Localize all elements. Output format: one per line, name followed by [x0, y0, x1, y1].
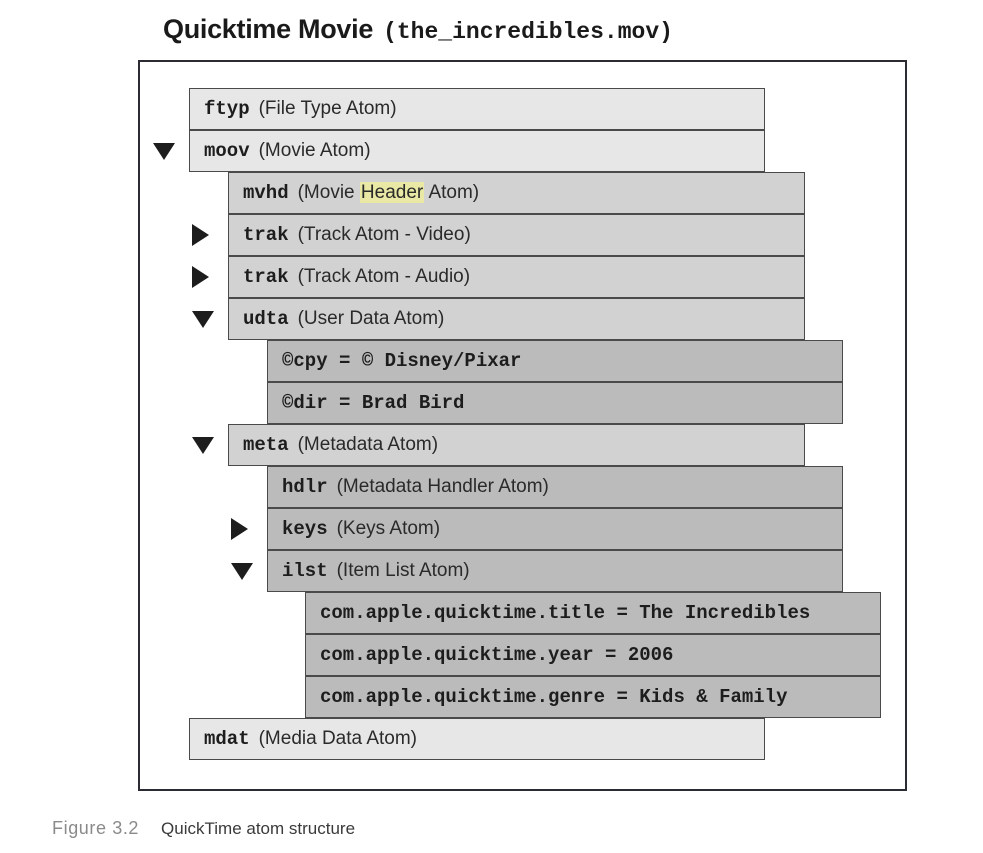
atom-row-moov[interactable]: moov (Movie Atom) — [189, 130, 765, 172]
atom-row-trak[interactable]: trak (Track Atom - Video) — [228, 214, 805, 256]
figure-caption-number: Figure 3.2 — [52, 818, 140, 838]
atom-row-udta[interactable]: udta (User Data Atom) — [228, 298, 805, 340]
disclosure-triangle-expanded-icon[interactable] — [192, 311, 214, 328]
atom-description: (Metadata Atom) — [297, 434, 439, 455]
atom-description-suffix: Atom) — [424, 182, 480, 203]
atom-description: (Track Atom - Video) — [297, 224, 471, 245]
atom-description: (Movie Atom) — [258, 140, 371, 161]
disclosure-triangle-collapsed-icon[interactable] — [192, 224, 209, 246]
atom-description-prefix: (Movie — [297, 182, 360, 203]
metadata-row[interactable]: ©cpy = © Disney/Pixar — [267, 340, 843, 382]
disclosure-triangle-collapsed-icon[interactable] — [192, 266, 209, 288]
figure-caption-text: QuickTime atom structure — [161, 819, 356, 838]
figure-caption: Figure 3.2 QuickTime atom structure — [52, 818, 355, 839]
metadata-key-value: com.apple.quicktime.title = The Incredib… — [320, 602, 811, 624]
atom-row-hdlr[interactable]: hdlr (Metadata Handler Atom) — [267, 466, 843, 508]
atom-description: (Keys Atom) — [336, 518, 441, 539]
metadata-row[interactable]: ©dir = Brad Bird — [267, 382, 843, 424]
atom-description: (Metadata Handler Atom) — [336, 476, 549, 497]
disclosure-triangle-expanded-icon[interactable] — [192, 437, 214, 454]
atom-description: (Movie Header Atom) — [297, 182, 480, 204]
atom-description: (User Data Atom) — [297, 308, 445, 329]
atom-row-mdat[interactable]: mdat (Media Data Atom) — [189, 718, 765, 760]
atom-description: (Media Data Atom) — [258, 728, 418, 749]
atom-code: trak — [243, 266, 289, 288]
metadata-row[interactable]: com.apple.quicktime.title = The Incredib… — [305, 592, 881, 634]
atom-code: trak — [243, 224, 289, 246]
disclosure-triangle-collapsed-icon[interactable] — [231, 518, 248, 540]
highlighted-term: Header — [359, 182, 425, 203]
atom-row-mvhd[interactable]: mvhd (Movie Header Atom) — [228, 172, 805, 214]
page-title: Quicktime Movie (the_incredibles.mov) — [163, 14, 673, 54]
atom-row-ftyp[interactable]: ftyp (File Type Atom) — [189, 88, 765, 130]
atom-code: moov — [204, 140, 250, 162]
atom-row-ilst[interactable]: ilst (Item List Atom) — [267, 550, 843, 592]
metadata-key-value: com.apple.quicktime.year = 2006 — [320, 644, 674, 666]
atom-description: (Item List Atom) — [336, 560, 470, 581]
atom-code: meta — [243, 434, 289, 456]
atom-description: (Track Atom - Audio) — [297, 266, 471, 287]
atom-row-meta[interactable]: meta (Metadata Atom) — [228, 424, 805, 466]
atom-code: keys — [282, 518, 328, 540]
atom-code: mvhd — [243, 182, 289, 204]
metadata-key-value: ©dir = Brad Bird — [282, 392, 465, 414]
atom-row-trak[interactable]: trak (Track Atom - Audio) — [228, 256, 805, 298]
atom-code: ilst — [282, 560, 328, 582]
metadata-key-value: ©cpy = © Disney/Pixar — [282, 350, 522, 372]
atom-description: (File Type Atom) — [258, 98, 397, 119]
page-title-filename: (the_incredibles.mov) — [383, 19, 673, 45]
metadata-row[interactable]: com.apple.quicktime.genre = Kids & Famil… — [305, 676, 881, 718]
atom-row-keys[interactable]: keys (Keys Atom) — [267, 508, 843, 550]
atom-code: udta — [243, 308, 289, 330]
disclosure-triangle-expanded-icon[interactable] — [153, 143, 175, 160]
atom-code: hdlr — [282, 476, 328, 498]
metadata-key-value: com.apple.quicktime.genre = Kids & Famil… — [320, 686, 788, 708]
disclosure-triangle-expanded-icon[interactable] — [231, 563, 253, 580]
atom-code: ftyp — [204, 98, 250, 120]
atom-code: mdat — [204, 728, 250, 750]
metadata-row[interactable]: com.apple.quicktime.year = 2006 — [305, 634, 881, 676]
page-title-main: Quicktime Movie — [163, 14, 374, 44]
